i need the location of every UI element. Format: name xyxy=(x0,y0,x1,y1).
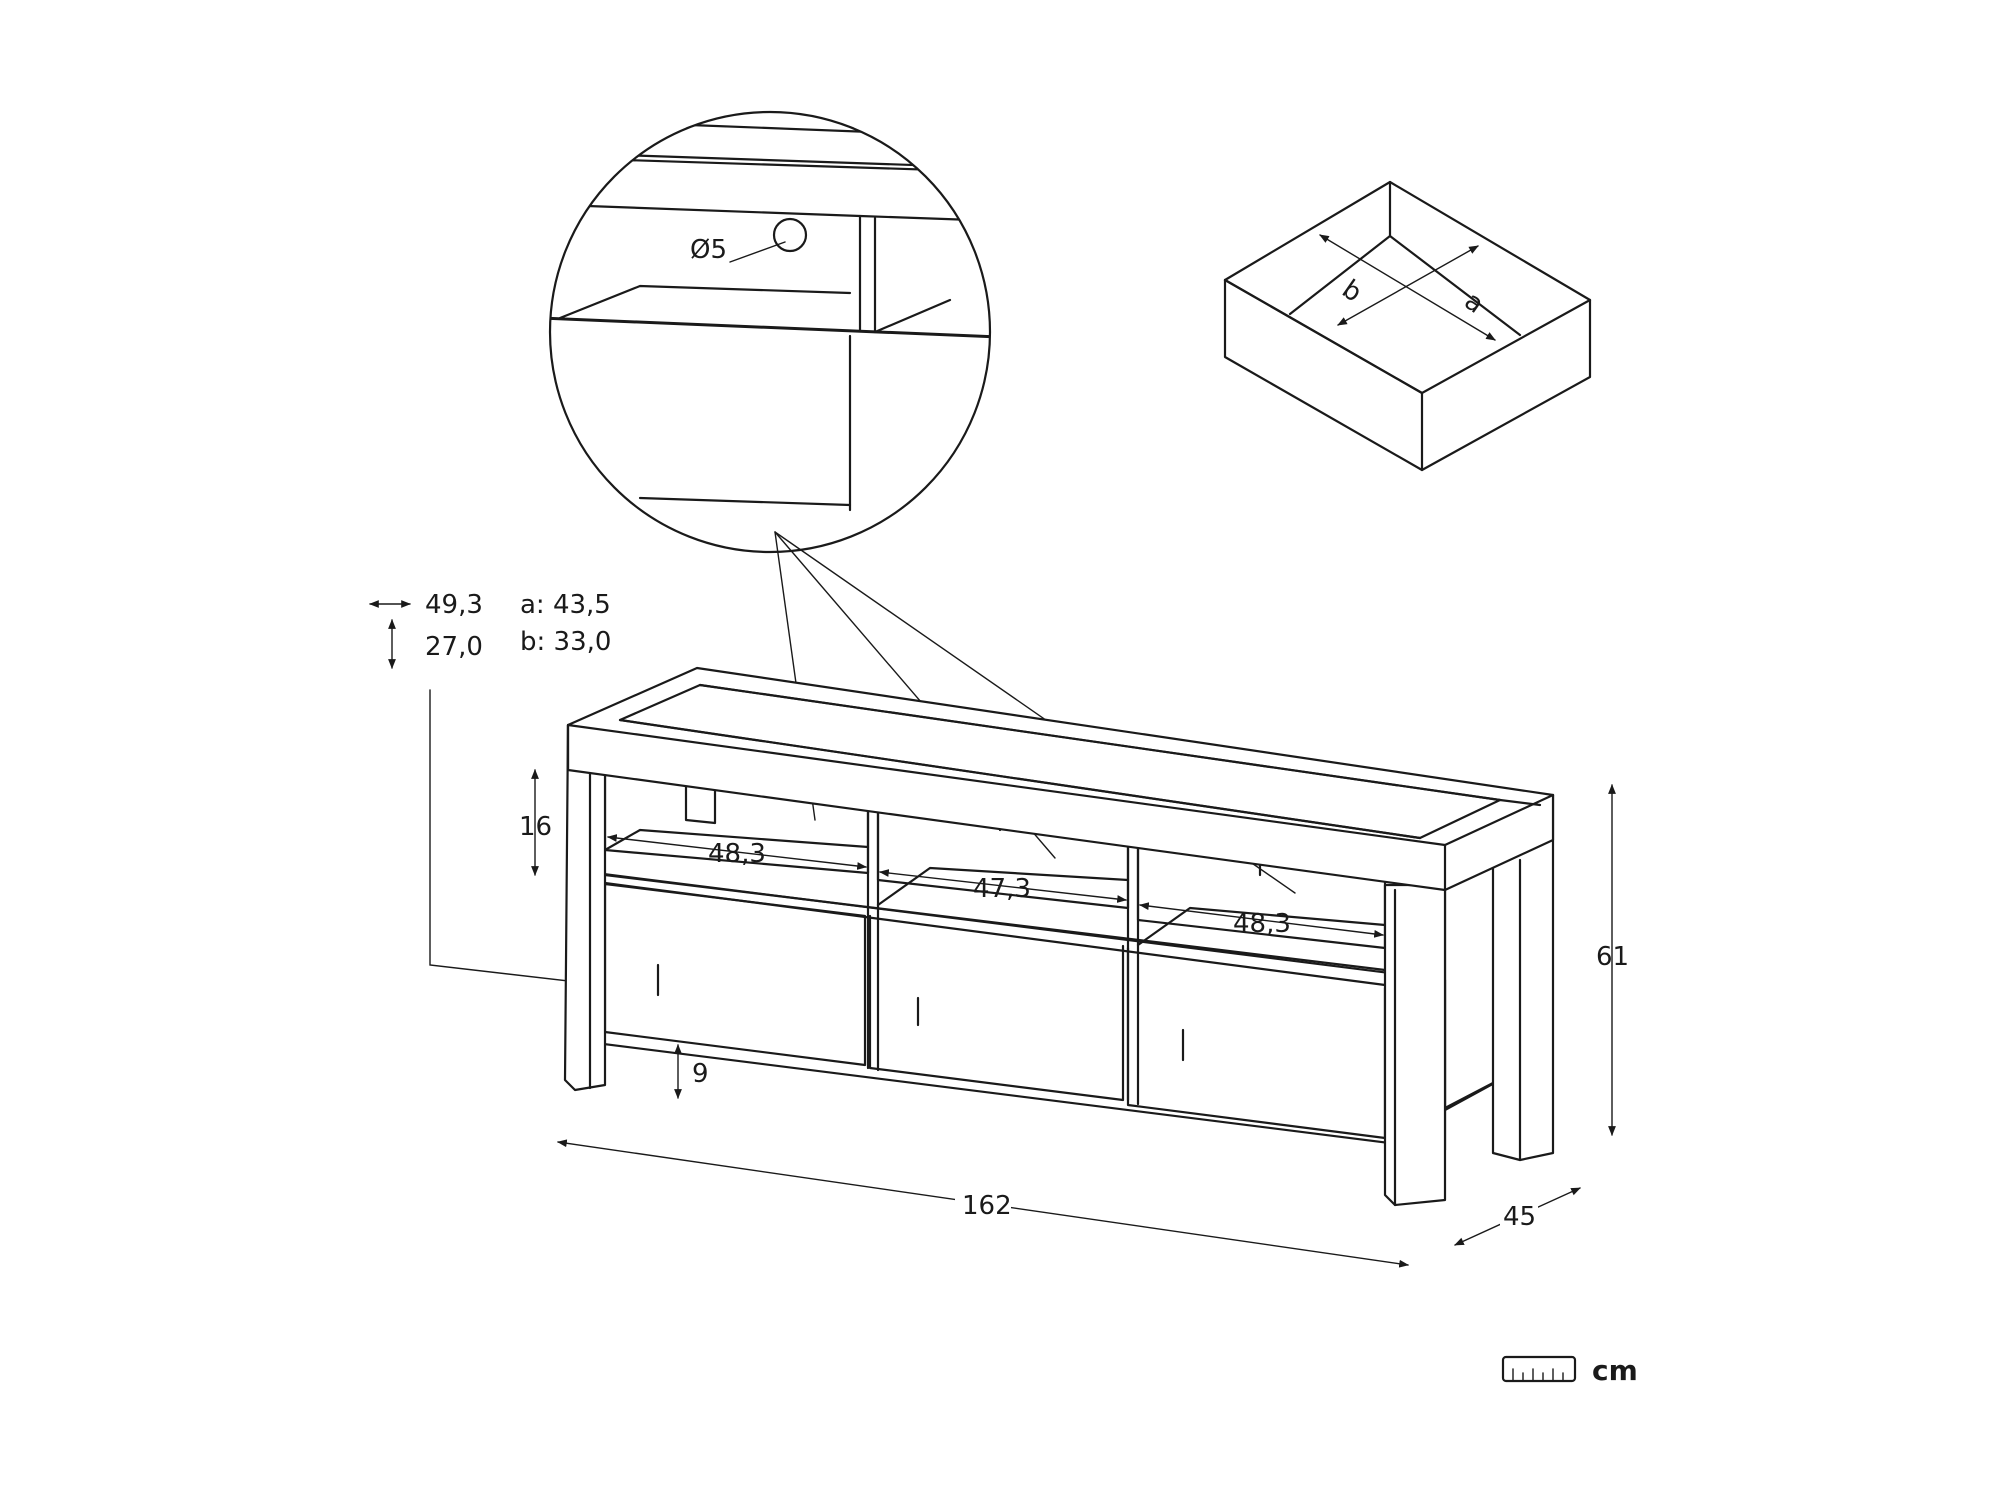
leg-height-label: 9 xyxy=(692,1059,709,1089)
b-value: b: 33,0 xyxy=(520,627,611,657)
shelf-left-width-label: 48,3 xyxy=(708,839,766,869)
drawer-width-value: 49,3 xyxy=(425,590,483,620)
spec-legend: 49,3 27,0 a: 43,5 b: 33,0 xyxy=(369,590,1184,1053)
tv-cabinet xyxy=(563,666,1555,1207)
detail-circle: Ø5 xyxy=(548,110,992,554)
unit-legend: cm xyxy=(1501,1354,1638,1387)
unit-label: cm xyxy=(1592,1354,1638,1387)
hole-label: Ø5 xyxy=(690,235,727,265)
dimension-lines: 16 48,3 47,3 48,3 9 162 45 61 xyxy=(519,769,1629,1268)
hole-icon xyxy=(772,217,808,253)
drawer-height-value: 27,0 xyxy=(425,632,483,662)
a-value: a: 43,5 xyxy=(520,590,611,620)
shelf-right-width-label: 48,3 xyxy=(1233,909,1291,939)
total-width-label: 162 xyxy=(962,1191,1012,1221)
drawer-box: b a xyxy=(1223,180,1592,472)
shelf-middle-width-label: 47,3 xyxy=(973,874,1031,904)
shelf-height-label: 16 xyxy=(519,812,552,842)
total-height-label: 61 xyxy=(1596,942,1629,972)
total-depth-label: 45 xyxy=(1503,1202,1536,1232)
ruler-icon xyxy=(1501,1355,1577,1383)
